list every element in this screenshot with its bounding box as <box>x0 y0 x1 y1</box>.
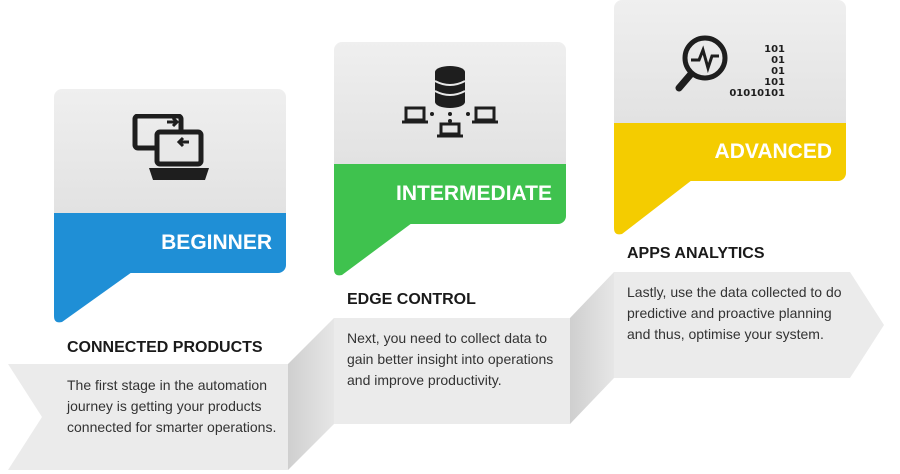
binary-line: 101 <box>764 43 785 55</box>
binary-line: 01010101 <box>729 87 785 99</box>
step-title-connected-products: CONNECTED PRODUCTS <box>67 339 263 356</box>
ribbon-fold-1 <box>288 318 334 470</box>
step-title-edge-control: EDGE CONTROL <box>347 291 476 308</box>
analytics-binary-icon: 101 01 01 101 01010101 <box>675 14 785 110</box>
beginner-label: BEGINNER <box>54 213 286 273</box>
binary-line: 101 <box>764 76 785 88</box>
beginner-card-header <box>54 89 286 213</box>
ribbon-segment-3 <box>614 272 884 378</box>
intermediate-label: INTERMEDIATE <box>334 164 566 224</box>
advanced-card-tail <box>614 180 692 235</box>
binary-lines: 101 01 01 101 01010101 <box>729 44 785 99</box>
intermediate-card-tail <box>334 223 412 276</box>
step-description-1: The first stage in the automation journe… <box>67 377 277 435</box>
advanced-label: ADVANCED <box>614 123 846 181</box>
binary-line: 01 <box>771 54 785 66</box>
laptop-sync-icon <box>131 113 209 189</box>
step-title-apps-analytics: APPS ANALYTICS <box>627 245 765 262</box>
database-network-icon <box>402 64 498 143</box>
advanced-card-header: 101 01 01 101 01010101 <box>614 0 846 123</box>
intermediate-card-header <box>334 42 566 164</box>
step-description-2: Next, you need to collect data to gain b… <box>347 330 554 388</box>
beginner-card-tail <box>54 272 132 323</box>
step-description-3: Lastly, use the data collected to do pre… <box>627 284 842 342</box>
ribbon-segment-2 <box>334 318 570 424</box>
binary-line: 01 <box>771 65 785 77</box>
ribbon-fold-2 <box>570 272 614 424</box>
ribbon-segment-1 <box>8 364 288 470</box>
